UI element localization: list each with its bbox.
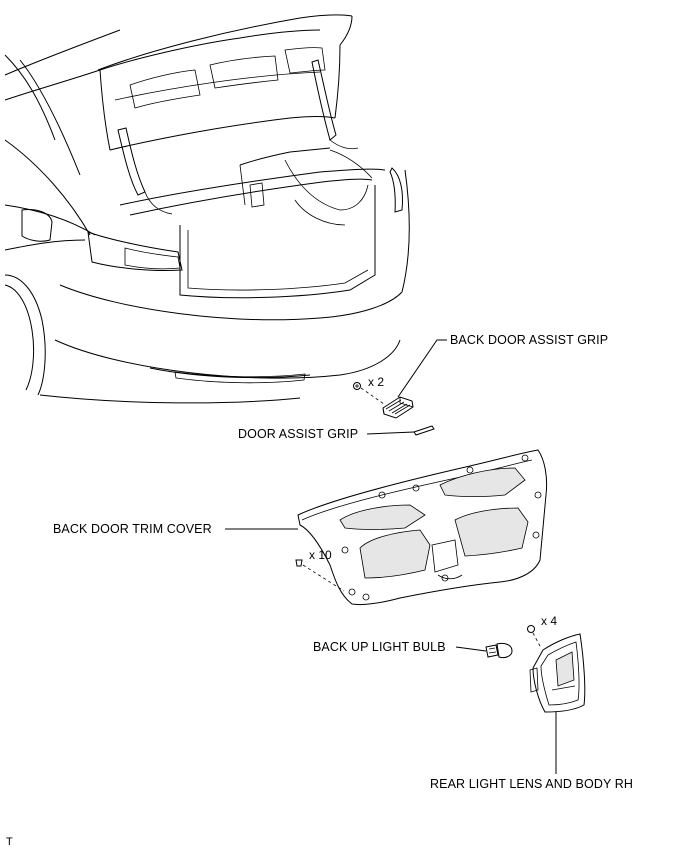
leader-back-door-assist-grip xyxy=(397,339,447,398)
label-rear-light-lens-and-body-rh: REAR LIGHT LENS AND BODY RH xyxy=(430,777,633,791)
label-back-up-light-bulb: BACK UP LIGHT BULB xyxy=(313,640,446,654)
back-door-assist-grip-part xyxy=(382,396,414,419)
lens-nut xyxy=(527,625,535,633)
qty-lens-nuts: x 4 xyxy=(541,614,558,628)
back-door-trim-cover-part xyxy=(297,449,548,605)
qty-trim-clips: x 10 xyxy=(309,548,332,562)
label-back-door-assist-grip: BACK DOOR ASSIST GRIP xyxy=(450,333,609,347)
rear-light-lens-part xyxy=(529,633,586,713)
door-assist-grip-part xyxy=(413,425,435,436)
leader-door-assist-grip xyxy=(366,431,415,435)
back-up-light-bulb-part xyxy=(485,642,513,659)
trim-clip xyxy=(295,559,303,567)
label-back-door-trim-cover: BACK DOOR TRIM COVER xyxy=(53,522,212,536)
leader-back-up-light-bulb xyxy=(455,646,487,652)
qty-grip-screws: x 2 xyxy=(368,375,385,389)
vehicle-illustration xyxy=(4,14,410,404)
grip-screw xyxy=(353,382,361,390)
label-door-assist-grip: DOOR ASSIST GRIP xyxy=(238,427,359,441)
corner-mark: T xyxy=(6,836,13,848)
